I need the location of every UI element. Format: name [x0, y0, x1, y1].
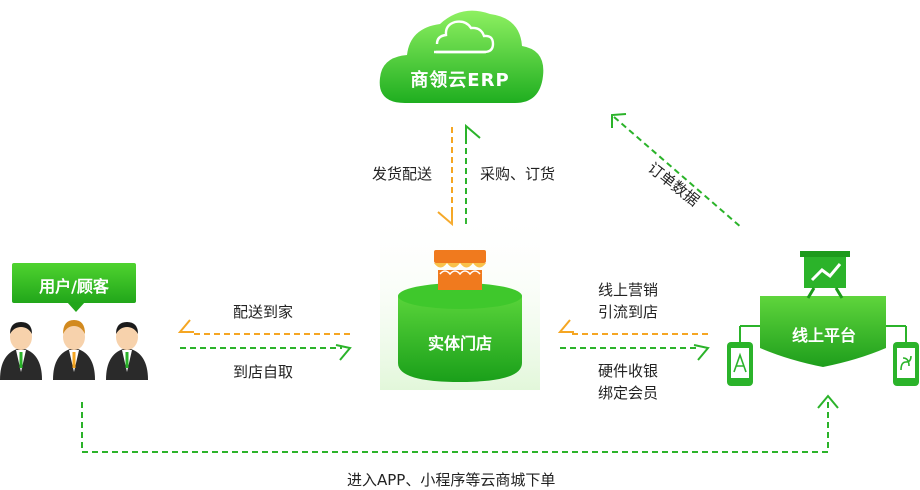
mini-program-phone-icon — [893, 342, 919, 386]
person-icon — [0, 322, 42, 380]
erp-label: 商领云ERP — [410, 70, 510, 91]
store-online-arrows — [557, 319, 710, 361]
marketing-line-1: 线上营销 — [598, 281, 659, 299]
cloud-icon — [434, 20, 495, 54]
flow-label-hardware: 硬件收银 绑定会员 — [598, 360, 658, 404]
flow-label-app-order: 进入APP、小程序等云商城下单 — [347, 471, 556, 489]
store-icon — [434, 250, 486, 290]
users-store-arrows — [177, 319, 352, 361]
person-icon — [106, 322, 148, 380]
flow-label-purchase: 采购、订货 — [480, 165, 556, 183]
chart-icon — [810, 263, 842, 282]
flow-label-ship: 发货配送 — [372, 165, 433, 183]
store-label: 实体门店 — [427, 334, 492, 353]
erp-cloud — [379, 10, 544, 104]
phone-icon — [727, 342, 753, 386]
users-label: 用户/顾客 — [39, 277, 109, 296]
online-platform-label: 线上平台 — [791, 326, 856, 345]
online-platform — [739, 251, 907, 367]
bottom-loop-arrow — [81, 394, 839, 453]
marketing-line-2: 引流到店 — [598, 303, 659, 321]
hardware-line-2: 绑定会员 — [598, 384, 659, 402]
erp-store-arrows — [437, 123, 481, 227]
order-data-arrow — [611, 113, 743, 229]
hardware-line-1: 硬件收银 — [598, 362, 659, 380]
users-badge: 用户/顾客 — [12, 263, 136, 312]
flow-label-deliver-home: 配送到家 — [233, 303, 294, 321]
flow-label-marketing: 线上营销 引流到店 — [598, 279, 658, 323]
store-cylinder — [398, 283, 522, 382]
flow-label-pickup: 到店自取 — [233, 363, 294, 381]
person-icon — [53, 320, 95, 380]
